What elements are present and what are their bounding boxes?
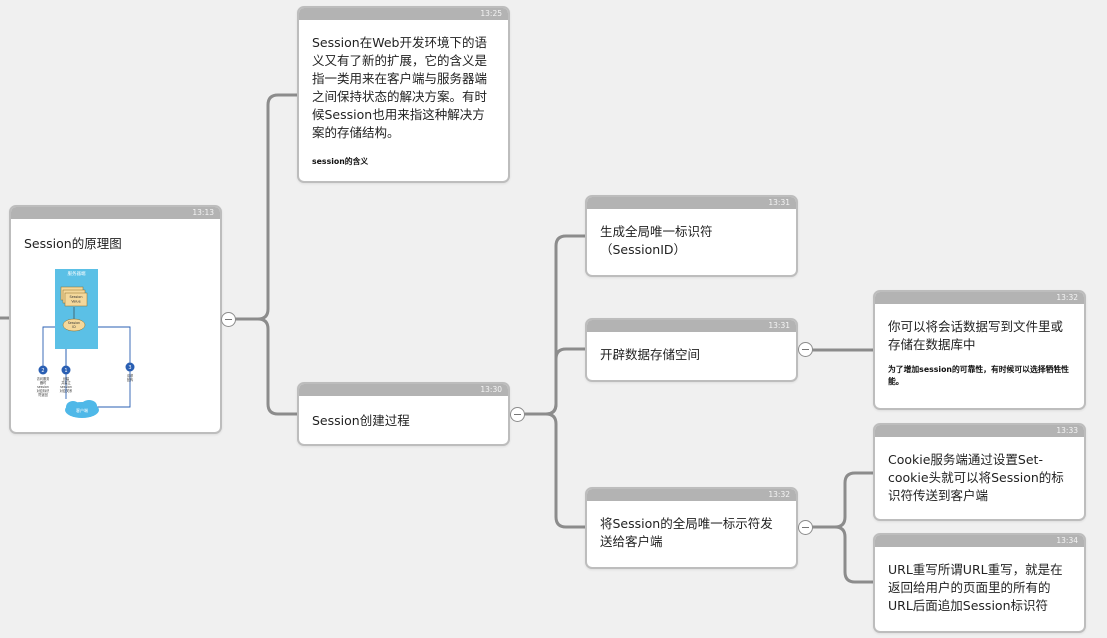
cookie-node[interactable]: 13:33 Cookie服务端通过设置Set-cookie头就可以将Sessio… <box>873 423 1086 521</box>
root-node[interactable]: 13:13 Session的原理图 服务器端 Session Value Ses… <box>9 205 222 434</box>
svg-text:创建: 创建 <box>63 376 70 381</box>
connector-send-url <box>811 525 879 584</box>
svg-text:session: session <box>60 385 72 389</box>
step-2-circle <box>38 365 48 375</box>
root-collapse-button[interactable] <box>221 312 236 327</box>
node-header: 13:33 <box>875 425 1084 437</box>
svg-text:ID: ID <box>72 325 76 329</box>
node-header: 13:32 <box>587 489 796 501</box>
node-timestamp: 13:31 <box>768 198 790 207</box>
svg-text:对应标识: 对应标识 <box>37 388 50 393</box>
meaning-node[interactable]: 13:25 Session在Web开发环境下的语义又有了新的扩展，它的含义是指一… <box>297 6 510 183</box>
server-block <box>55 269 98 349</box>
process-collapse-button[interactable] <box>510 407 525 422</box>
node-header: 13:31 <box>587 197 796 209</box>
node-title: Session的原理图 <box>24 236 122 251</box>
node-header: 13:32 <box>875 292 1084 304</box>
node-header: 13:31 <box>587 320 796 332</box>
svg-text:回传: 回传 <box>127 377 134 382</box>
svg-text:1: 1 <box>64 368 67 374</box>
send-collapse-button[interactable] <box>798 520 813 535</box>
svg-text:2: 2 <box>41 368 44 374</box>
node-header: 13:30 <box>299 384 508 396</box>
url-node[interactable]: 13:34 URL重写所谓URL重写，就是在返回给用户的页面里的所有的URL后面… <box>873 533 1086 633</box>
svg-text:3: 3 <box>128 365 131 371</box>
node-text: Cookie服务端通过设置Set-cookie头就可以将Session的标识符传… <box>888 452 1064 503</box>
storage-detail-node[interactable]: 13:32 你可以将会话数据写到文件里或存储在数据库中 为了增加session的… <box>873 290 1086 410</box>
session-value-box <box>64 292 88 307</box>
node-text: 你可以将会话数据写到文件里或存储在数据库中 <box>888 319 1064 352</box>
genid-node[interactable]: 13:31 生成全局唯一标识符（SessionID） <box>585 195 798 277</box>
step-1-circle <box>61 365 71 375</box>
node-text: 将Session的全局唯一标示符发送给客户端 <box>600 516 773 549</box>
flow-line-left <box>42 326 55 366</box>
node-timestamp: 13:32 <box>768 490 790 499</box>
node-timestamp: 13:33 <box>1056 426 1078 435</box>
node-text: 开辟数据存储空间 <box>600 347 701 362</box>
svg-text:session: session <box>37 385 49 389</box>
node-timestamp: 13:32 <box>1056 293 1078 302</box>
svg-text:客户端: 客户端 <box>76 407 88 413</box>
node-header: 13:25 <box>299 8 508 20</box>
svg-text:访问服务: 访问服务 <box>37 376 51 381</box>
session-id-ellipse <box>62 318 86 332</box>
node-text: Session在Web开发环境下的语义又有了新的扩展，它的含义是指一类用来在客户… <box>312 35 488 140</box>
process-node[interactable]: 13:30 Session创建过程 <box>297 382 510 446</box>
client-cloud <box>65 400 99 418</box>
node-note: 为了增加session的可靠性，有时候可以选择牺牲性能。 <box>888 365 1069 386</box>
svg-text:Session: Session <box>68 321 80 325</box>
node-note: session的含义 <box>312 157 369 166</box>
svg-text:Session: Session <box>70 295 83 299</box>
connector-process-storage <box>524 347 590 416</box>
server-label: 服务器端 <box>68 270 86 277</box>
flow-line-right <box>93 326 131 408</box>
svg-text:符返回: 符返回 <box>38 392 48 397</box>
node-timestamp: 13:30 <box>480 385 502 394</box>
node-header: 13:13 <box>11 207 220 219</box>
node-text: URL重写所谓URL重写，就是在返回给用户的页面里的所有的URL后面追加Sess… <box>888 562 1063 613</box>
storage-node[interactable]: 13:31 开辟数据存储空间 <box>585 318 798 382</box>
svg-text:对应关系: 对应关系 <box>60 388 73 393</box>
connector-root-process <box>234 317 302 416</box>
connector-process-send <box>524 412 590 529</box>
svg-text:请求: 请求 <box>127 373 134 378</box>
node-timestamp: 13:25 <box>480 9 502 18</box>
connector-root-meaning <box>234 93 302 321</box>
svg-text:器时: 器时 <box>40 380 47 385</box>
session-principle-diagram: 服务器端 Session Value Session ID 2 1 3 <box>33 269 141 429</box>
node-timestamp: 13:13 <box>192 208 214 217</box>
node-text: Session创建过程 <box>312 413 410 428</box>
svg-text:并建立: 并建立 <box>61 380 71 385</box>
node-timestamp: 13:31 <box>768 321 790 330</box>
node-timestamp: 13:34 <box>1056 536 1078 545</box>
node-header: 13:34 <box>875 535 1084 547</box>
step-3-circle <box>125 362 135 372</box>
node-text: 生成全局唯一标识符（SessionID） <box>600 224 713 257</box>
connector-send-cookie <box>811 471 879 529</box>
send-node[interactable]: 13:32 将Session的全局唯一标示符发送给客户端 <box>585 487 798 569</box>
svg-text:Value: Value <box>71 300 80 304</box>
storage-collapse-button[interactable] <box>798 342 813 357</box>
